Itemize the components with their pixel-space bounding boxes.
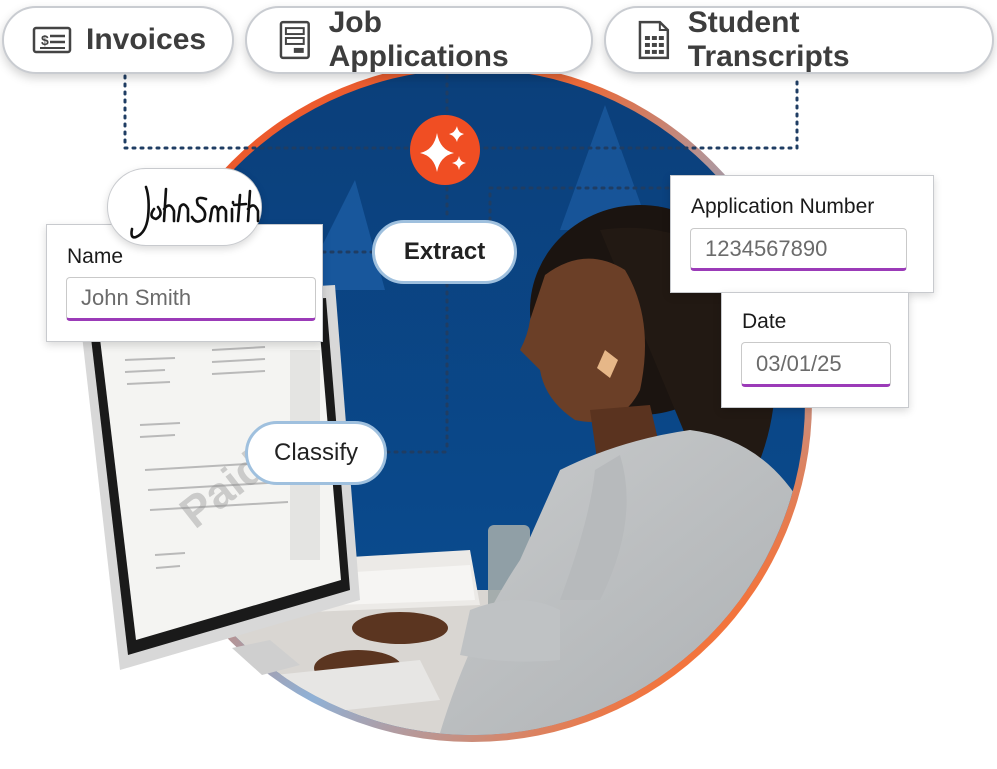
- invoice-icon: $: [32, 26, 72, 54]
- doc-type-job-applications[interactable]: Job Applications: [245, 6, 593, 74]
- date-input[interactable]: 03/01/25: [741, 342, 891, 387]
- signature-bubble: [107, 168, 262, 246]
- doc-type-student-transcripts[interactable]: Student Transcripts: [604, 6, 994, 74]
- application-number-label: Application Number: [691, 195, 875, 218]
- sparkle-icon: [420, 126, 466, 172]
- doc-type-label: Job Applications: [328, 6, 509, 73]
- signature-image: [130, 185, 260, 239]
- name-label: Name: [67, 245, 124, 268]
- extract-button[interactable]: Extract: [372, 220, 517, 284]
- svg-text:$: $: [41, 32, 49, 48]
- application-form-icon: [279, 20, 310, 60]
- name-input[interactable]: John Smith: [66, 277, 316, 321]
- doc-type-label: Student Transcripts: [687, 6, 850, 73]
- date-label: Date: [742, 310, 787, 333]
- doc-type-invoices[interactable]: $ Invoices: [2, 6, 234, 74]
- classify-button[interactable]: Classify: [245, 421, 387, 485]
- date-field-card: Date 03/01/25: [721, 292, 909, 408]
- application-number-input[interactable]: 1234567890: [690, 228, 907, 271]
- application-number-card: Application Number 1234567890: [670, 175, 934, 293]
- doc-type-label: Invoices: [86, 23, 207, 56]
- transcript-icon: [638, 20, 670, 60]
